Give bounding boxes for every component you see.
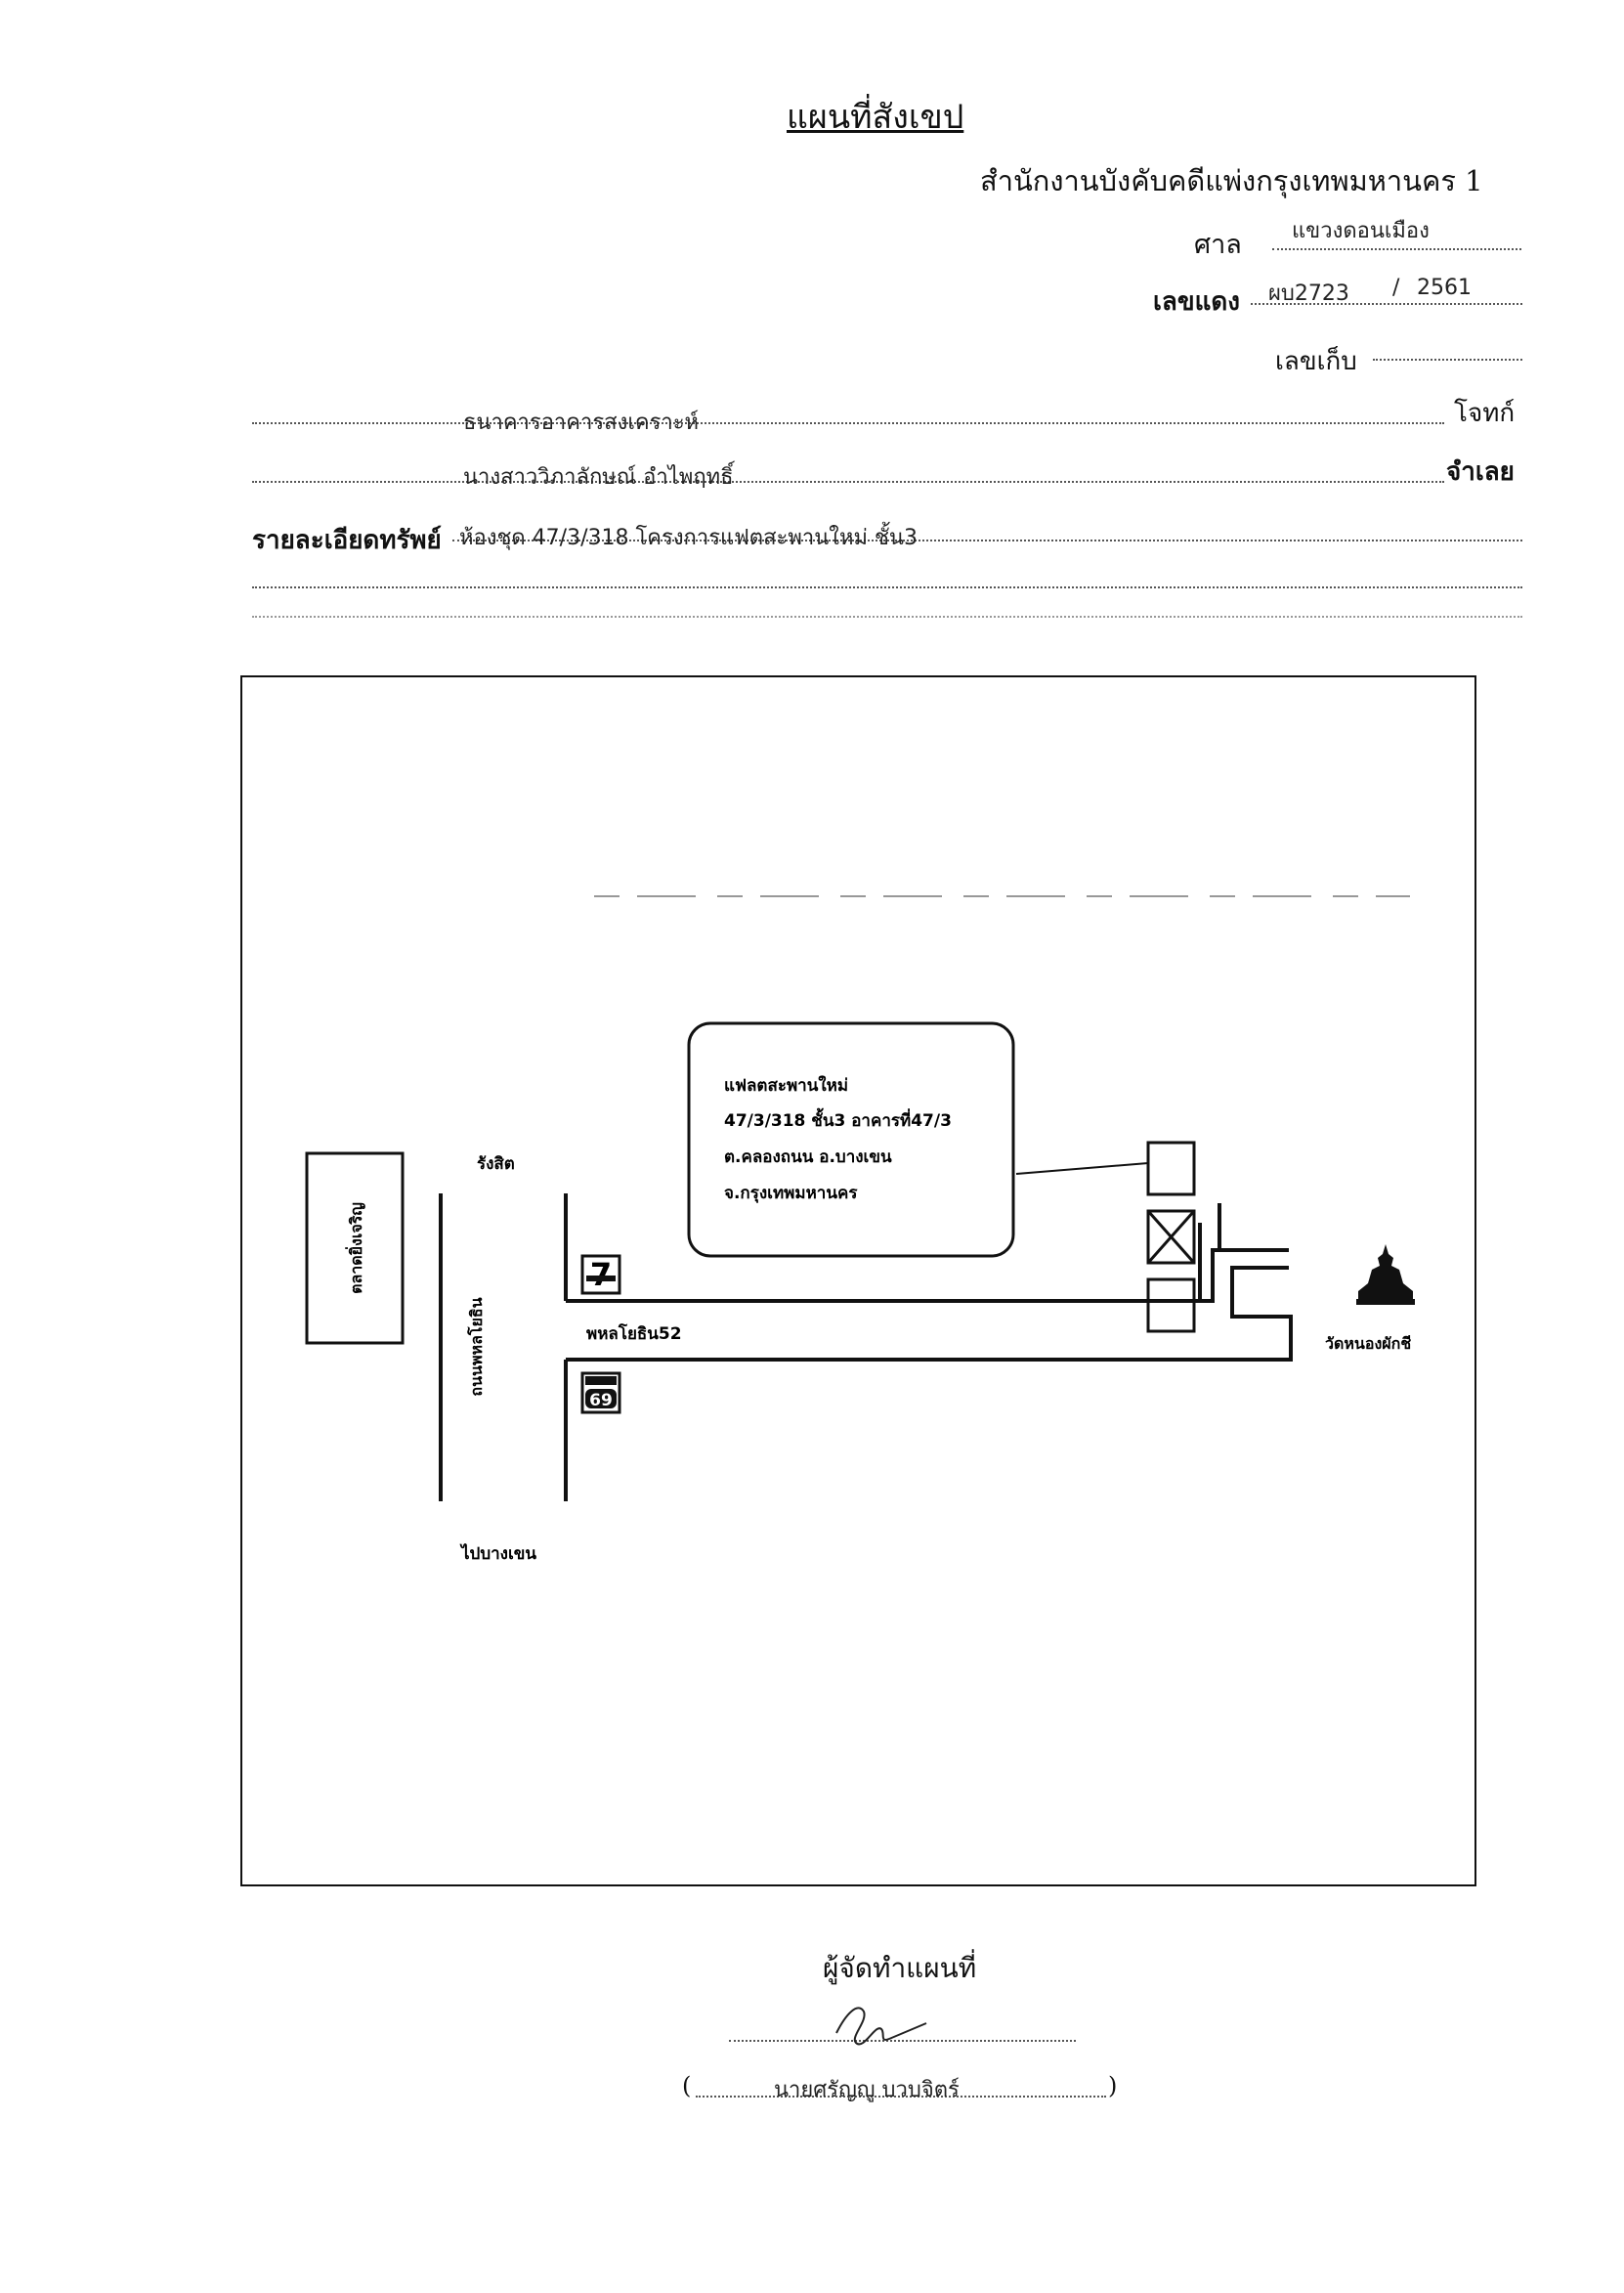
plaintiff-line (252, 422, 1444, 424)
soi-north-edge (566, 1248, 1289, 1303)
property-callout-box (687, 1021, 1015, 1258)
market-label: ตลาดยิ่งเจริญ (345, 1202, 366, 1294)
case-label: เลขแดง (1153, 287, 1240, 317)
maker-name-row: ( นายศรัญญู บวบจิตร์ ) (682, 2072, 1122, 2111)
defendant-row: นางสาววิภาลักษณ์ อำไพฤทธิ์ จำเลย (252, 452, 1522, 495)
asset-row: รายละเอียดทรัพย์ ห้องชุด 47/3/318 โครงกา… (252, 514, 1522, 557)
asset-continuation-line (252, 586, 1522, 588)
property-line3: ต.คลองถนน อ.บางเขน (724, 1147, 892, 1167)
signature-mark (835, 2007, 927, 2046)
maker-name: นายศรัญญู บวบจิตร์ (774, 2078, 960, 2102)
soi-south-edge (566, 1266, 1293, 1362)
svg-text:7: 7 (590, 1256, 612, 1293)
office-name: สำนักงานบังคับคดีแพ่งกรุงเทพมหานคร 1 (980, 164, 1483, 197)
defendant-label: จำเลย (1446, 457, 1515, 487)
court-value: แขวงดอนเมือง (1292, 219, 1430, 243)
target-flat-building (1146, 1209, 1196, 1265)
plaintiff-value: ธนาคารอาคารสงเคราะห์ (463, 411, 700, 435)
pointer-line (1015, 1162, 1149, 1175)
asset-value: ห้องชุด 47/3/318 โครงการแฟตสะพานใหม่ ชั้… (459, 526, 918, 550)
file-label: เลขเก็บ (1275, 347, 1357, 376)
asset-continuation-line-2 (252, 616, 1522, 618)
svg-text:69: 69 (589, 1391, 613, 1410)
case-year: 2561 (1417, 276, 1472, 300)
store-69-icon: 69 (580, 1371, 621, 1414)
property-line4: จ.กรุงเทพมหานคร (724, 1184, 858, 1203)
plaintiff-label: โจทก์ (1454, 399, 1516, 428)
asset-line (452, 540, 1522, 541)
flat-building-north (1146, 1141, 1196, 1196)
map-drawing: ตลาดยิ่งเจริญ รังสิต ถนนพหลโยธิน ไปบางเข… (305, 895, 1415, 1564)
map-frame: ตลาดยิ่งเจริญ รังสิต ถนนพหลโยธิน ไปบางเข… (240, 675, 1476, 1886)
property-line1: แฟลตสะพานใหม่ (724, 1075, 848, 1096)
court-row: ศาล แขวงดอนเมือง (1194, 213, 1521, 260)
defendant-line (252, 481, 1444, 483)
case-line (1251, 303, 1522, 305)
page-title: แผนที่สังเขป (787, 98, 964, 137)
temple-label: วัดหนองผักชี (1325, 1334, 1411, 1353)
market-building (305, 1151, 405, 1345)
court-line (1272, 248, 1521, 250)
soi-label: พหลโยธิน52 (586, 1323, 682, 1344)
open-paren: ( (682, 2072, 692, 2099)
close-paren: ) (1108, 2072, 1118, 2099)
plaintiff-row: ธนาคารอาคารสงเคราะห์ โจทก์ (252, 391, 1522, 435)
main-road-label: ถนนพหลโยธิน (466, 1297, 486, 1396)
file-row: เลขเก็บ (1275, 335, 1522, 376)
buddha-statue-icon (1356, 1244, 1415, 1305)
signature-line (729, 2040, 1076, 2042)
rangsit-label: รังสิต (477, 1154, 515, 1174)
maker-name-line (696, 2096, 1106, 2098)
flat-building-south (1146, 1277, 1196, 1333)
maker-label: ผู้จัดทำแผนที่ (823, 1952, 977, 1984)
case-row: เลขแดง ผบ2723 / 2561 (1153, 274, 1522, 317)
property-line2: 47/3/318 ชั้น3 อาคารที่47/3 (724, 1107, 952, 1131)
asset-label: รายละเอียดทรัพย์ (252, 526, 442, 555)
file-line (1373, 359, 1522, 361)
case-separator: / (1392, 276, 1400, 300)
to-bangkhen-label: ไปบางเขน (459, 1543, 536, 1564)
seven-eleven-icon: 7 (580, 1254, 621, 1295)
case-number: ผบ2723 (1268, 281, 1349, 306)
defendant-value: นางสาววิภาลักษณ์ อำไพฤทธิ์ (463, 465, 734, 490)
court-label: ศาล (1194, 230, 1242, 260)
